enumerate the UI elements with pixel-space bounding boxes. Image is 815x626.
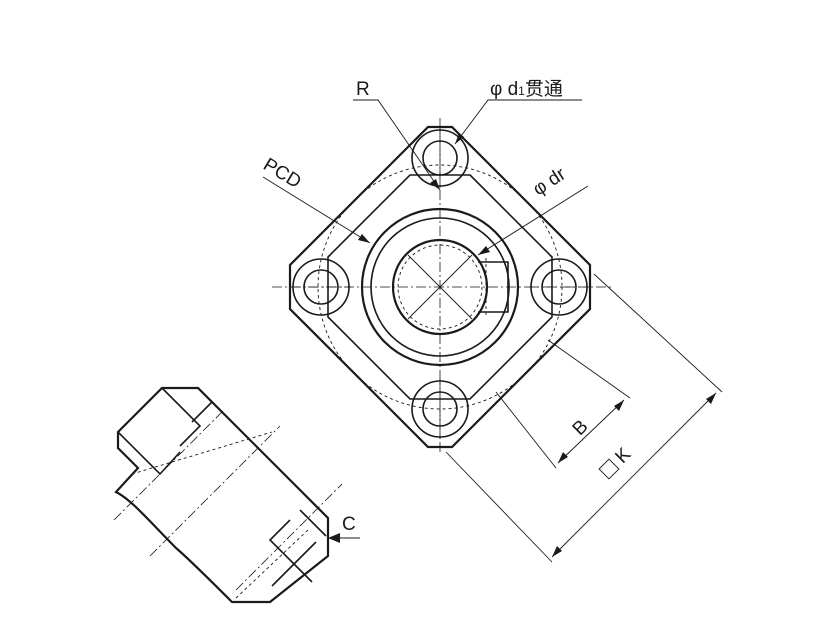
- chamfer-line: [271, 541, 317, 587]
- flange-step-inner: [161, 387, 202, 447]
- side-hidden-lower: [235, 529, 309, 599]
- c-label: C: [342, 514, 356, 535]
- b-dimension-line: [557, 399, 625, 464]
- k-dimension-line: [551, 392, 717, 558]
- b-extension-a: [547, 339, 631, 399]
- side-hole-centerline-2: [235, 483, 343, 591]
- hub-inner-ring: [370, 217, 510, 357]
- c-arrow: [328, 533, 340, 543]
- b-extension-b: [495, 391, 557, 469]
- side-centerline: [149, 425, 281, 557]
- bore-circle: [391, 238, 489, 336]
- dr-label: φ dr: [529, 163, 570, 200]
- side-view: C: [113, 386, 360, 604]
- b-arrow-b: [614, 400, 624, 411]
- lower-step: [268, 519, 313, 583]
- b-arrow-a: [558, 452, 568, 463]
- k-label: K: [611, 444, 635, 468]
- pcd-label: PCD: [259, 154, 304, 193]
- side-hole-centerline: [113, 409, 225, 521]
- r-label: R: [356, 79, 370, 100]
- pcd-leader: [262, 176, 371, 244]
- flange-step-upper: [117, 431, 181, 476]
- d1-arrow: [455, 133, 464, 144]
- bore-hidden-circle: [397, 244, 483, 330]
- hub-outer-ring: [360, 207, 520, 367]
- dr-arrow: [478, 246, 490, 255]
- side-hidden-upper: [131, 431, 273, 475]
- d1-label: φ d1贯通: [490, 78, 563, 100]
- k-square-symbol: [598, 458, 620, 480]
- dr-leader: [477, 185, 589, 256]
- keyway-slot: [478, 261, 509, 313]
- lower-step-inner: [299, 509, 327, 537]
- flange-outline: [288, 125, 592, 449]
- bore-diagonal-b: [407, 254, 473, 320]
- r-leader: [353, 99, 441, 191]
- side-view-outline: [114, 386, 330, 604]
- b-label: B: [569, 416, 593, 440]
- k-extension-a: [593, 273, 723, 393]
- k-extension-b: [445, 451, 553, 563]
- spigot-step: [191, 387, 214, 423]
- k-arrow-a: [552, 546, 562, 557]
- dimensions: R φ d1贯通 PCD φ dr B K: [259, 78, 723, 563]
- r-arrow: [430, 179, 440, 190]
- k-arrow-b: [706, 393, 716, 404]
- flange-recess-outline: [327, 174, 553, 400]
- d1-leader: [454, 99, 582, 145]
- pcd-arrow: [358, 234, 370, 243]
- front-view: [272, 118, 612, 455]
